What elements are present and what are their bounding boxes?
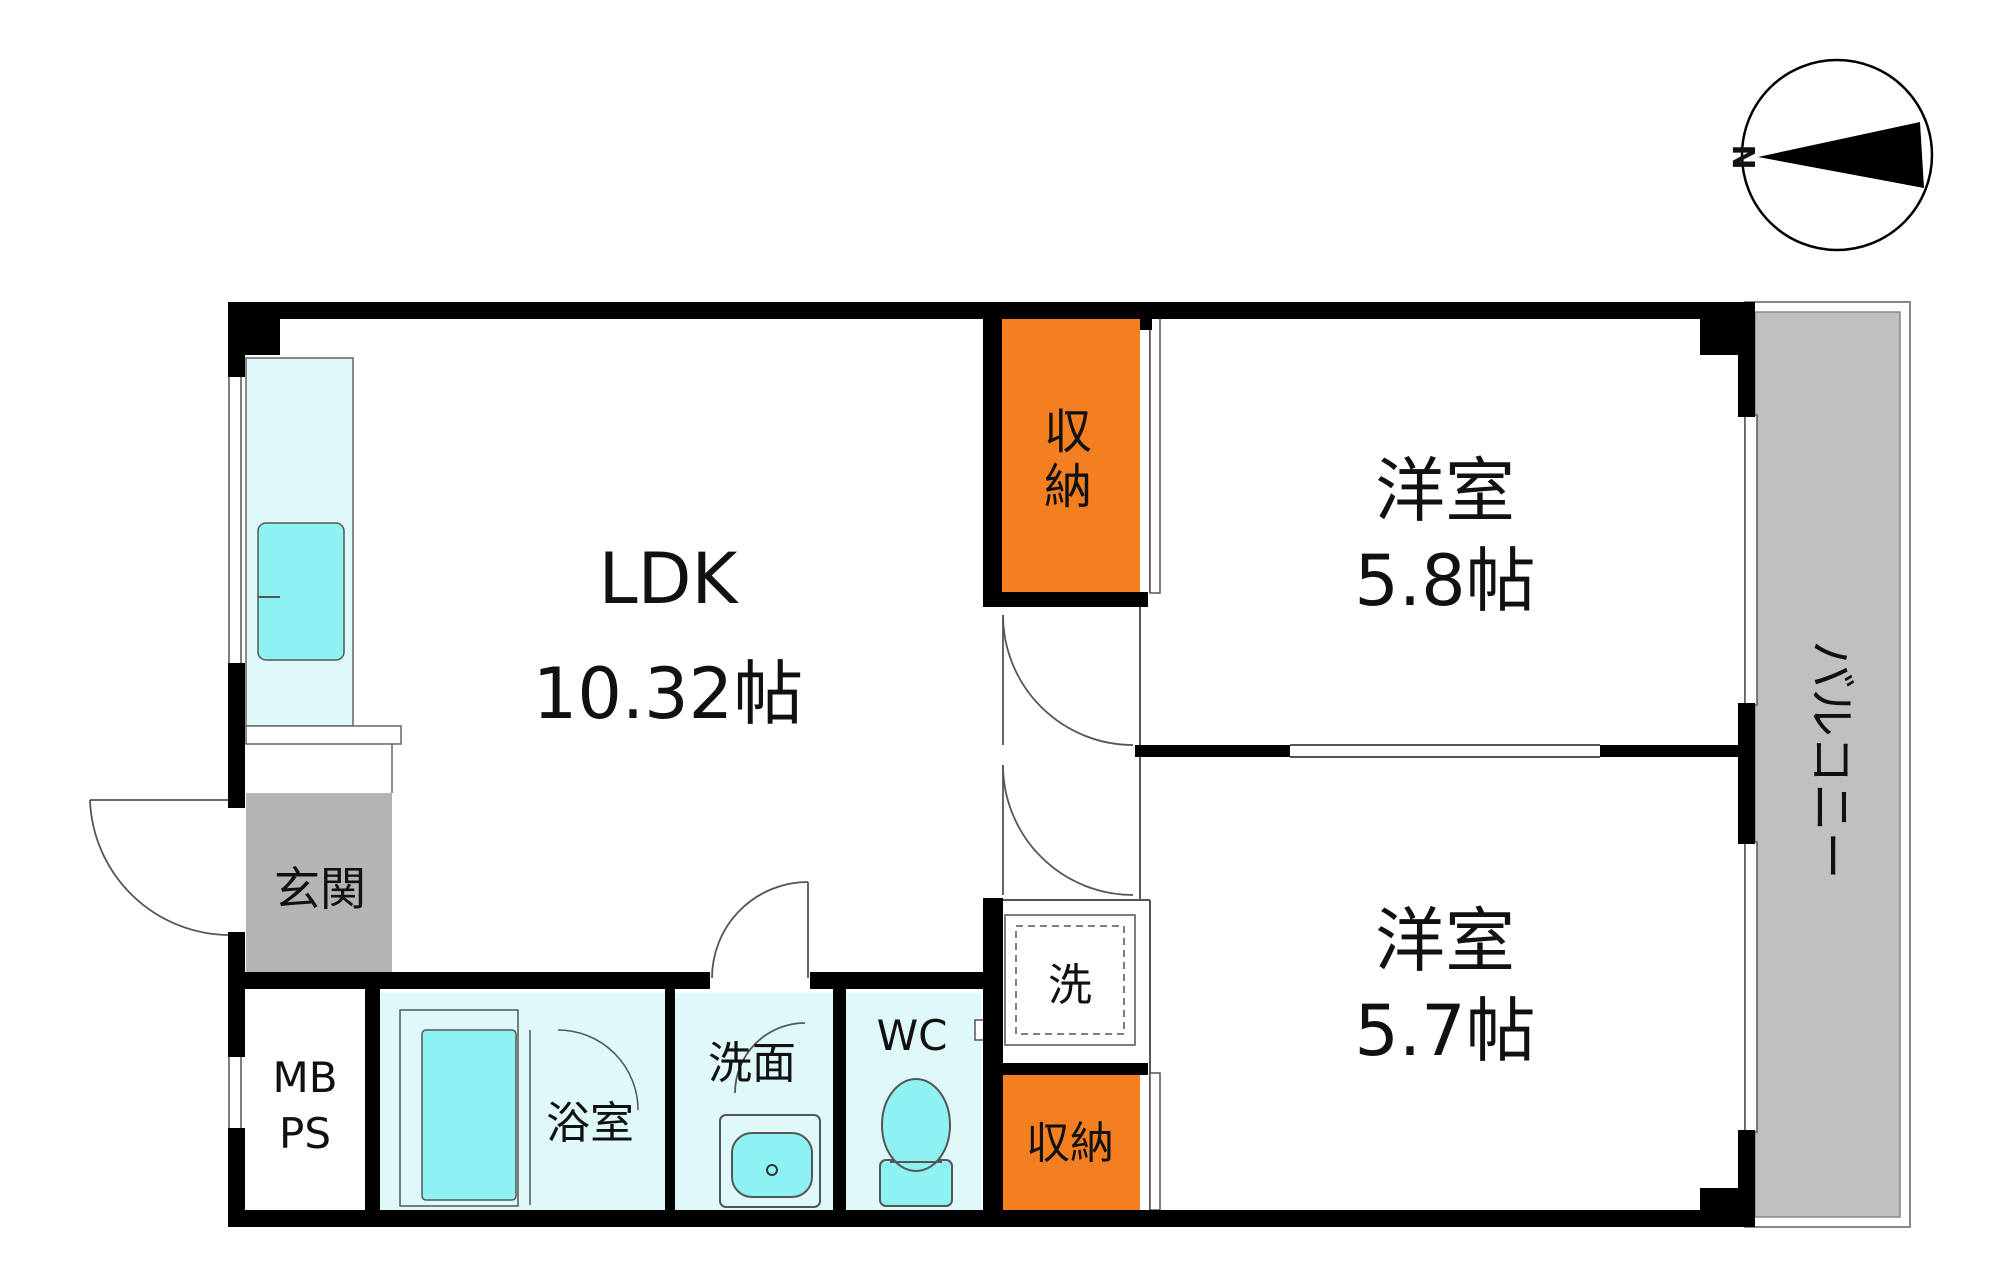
entrance-label: 玄関 (274, 862, 366, 916)
storage-lower-label: 収納 (1026, 1118, 1114, 1169)
laundry-label: 洗 (1048, 960, 1092, 1011)
storage-upper-label-2: 納 (1044, 459, 1092, 515)
western-room-south-size: 5.7帖 (1354, 990, 1535, 1072)
bathtub (399, 1009, 639, 1207)
ldk-name: LDK (599, 538, 740, 620)
meter-box-label-1: MB (272, 1053, 337, 1102)
compass-north-label: N (1728, 144, 1763, 169)
bathroom-label: 浴室 (546, 1098, 634, 1149)
western-room-north-name: 洋室 (1375, 450, 1515, 532)
toilet-fixture (879, 1019, 992, 1207)
balcony-label: バルコニー (1803, 640, 1859, 879)
western-room-south-name: 洋室 (1375, 900, 1515, 982)
washroom-label: 洗面 (708, 1038, 796, 1089)
walls (228, 302, 1755, 1227)
meter-box-label-2: PS (279, 1109, 331, 1158)
ldk-size: 10.32帖 (533, 653, 803, 735)
western-room-north-size: 5.8帖 (1354, 540, 1535, 622)
storage-upper (985, 318, 1140, 592)
windows (228, 317, 1758, 1211)
entrance (246, 793, 392, 973)
storage-lower (1000, 1073, 1140, 1210)
wash-basin (719, 1114, 821, 1208)
balcony (1744, 301, 1911, 1228)
kitchen-counter (245, 357, 402, 793)
toilet-label: WC (877, 1011, 948, 1060)
compass: N (1728, 58, 1934, 252)
doors (89, 614, 1134, 1094)
laundry-pan (1004, 914, 1136, 1046)
storage-upper-label-1: 収 (1044, 404, 1092, 460)
